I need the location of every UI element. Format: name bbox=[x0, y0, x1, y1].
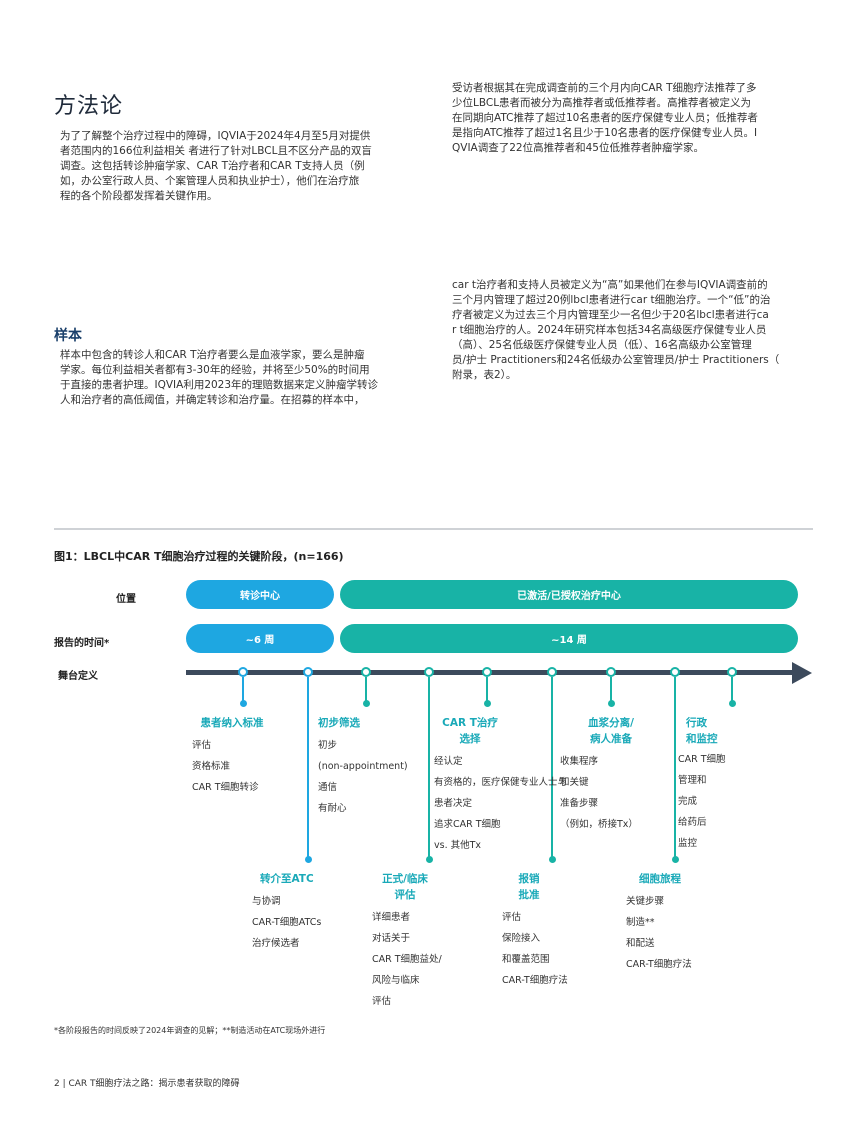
timeline-stem-end bbox=[483, 700, 491, 707]
stage-description: 收集程序 和关键 准备步骤 （例如，桥接Tx） bbox=[560, 756, 638, 830]
timeline-dot bbox=[361, 667, 371, 677]
timeline-stem bbox=[551, 677, 553, 858]
section-divider bbox=[54, 528, 813, 530]
stage-administration: 行政 和监控 CAR T细胞 管理和 完成 给药后 监控 bbox=[678, 715, 768, 854]
timeline-stem-end bbox=[728, 700, 736, 707]
timeline-stem-end bbox=[239, 700, 247, 707]
timeline-axis bbox=[186, 670, 798, 675]
referral-time-label: ~6 周 bbox=[245, 635, 275, 646]
stage-cell-journey: 细胞旅程 关键步骤 制造** 和配送 CAR-T细胞疗法 bbox=[620, 871, 730, 975]
referrer-definition-paragraph: 受访者根据其在完成调查前的三个月内向CAR T细胞疗法推荐了多 少位LBCL患者… bbox=[452, 82, 758, 154]
stage-title: 转介至ATC bbox=[260, 873, 314, 885]
timeline-dot bbox=[424, 667, 434, 677]
stage-description: 评估 保险接入 和覆盖范围 CAR-T细胞疗法 bbox=[502, 912, 568, 986]
stage-treatment-decision: CAR T治疗 选择 经认定 有资格的，医疗保健专业人士与 患者决定 追求CAR… bbox=[434, 715, 568, 856]
stage-title: 患者纳入标准 bbox=[200, 717, 264, 729]
timeline-stem bbox=[242, 677, 244, 702]
treatment-time-label: ~14 周 bbox=[551, 635, 587, 646]
sample-paragraph: 样本中包含的转诊人和CAR T治疗者要么是血液学家，要么是肿瘤 学家。每位利益相… bbox=[60, 349, 379, 406]
timeline-stem-end bbox=[548, 856, 556, 863]
timeline-stem bbox=[610, 677, 612, 702]
timeline-dot bbox=[727, 667, 737, 677]
stage-description: 评估 资格标准 CAR T细胞转诊 bbox=[192, 740, 259, 793]
referral-time-bar: ~6 周 bbox=[186, 624, 334, 653]
stage-title: 行政 和监控 bbox=[686, 717, 718, 745]
treater-definition-paragraph: car t治疗者和支持人员被定义为“高”如果他们在参与IQVIA调查前的 三个月… bbox=[452, 279, 780, 381]
timeline-dot bbox=[670, 667, 680, 677]
stage-eligibility: 患者纳入标准 评估 资格标准 CAR T细胞转诊 bbox=[184, 715, 280, 798]
stage-description: 详细患者 对话关于 CAR T细胞益处/ 风险与临床 评估 bbox=[372, 912, 442, 1007]
timeline-stem bbox=[486, 677, 488, 702]
timeline-stem-end bbox=[607, 700, 615, 707]
timeline-stem bbox=[307, 677, 309, 858]
row-label-location: 位置 bbox=[116, 594, 136, 605]
timeline-arrowhead bbox=[792, 662, 812, 684]
timeline-stem bbox=[365, 677, 367, 702]
page-footer: 2 | CAR T细胞疗法之路：揭示患者获取的障碍 bbox=[54, 1079, 240, 1089]
timeline-dot bbox=[547, 667, 557, 677]
stage-clinical-evaluation: 正式/临床 评估 详细患者 对话关于 CAR T细胞益处/ 风险与临床 评估 bbox=[372, 871, 482, 1012]
timeline-stem-end bbox=[304, 856, 312, 863]
stage-title: 正式/临床 评估 bbox=[382, 873, 428, 901]
timeline-stem bbox=[731, 677, 733, 702]
figure-title: 图1：LBCL中CAR T细胞治疗过程的关键阶段，(n=166) bbox=[54, 550, 344, 563]
stage-title: 细胞旅程 bbox=[639, 873, 681, 885]
section-title-methodology: 方法论 bbox=[54, 94, 124, 119]
timeline-dot bbox=[303, 667, 313, 677]
timeline-dot bbox=[482, 667, 492, 677]
timeline-stem-end bbox=[425, 856, 433, 863]
stage-reimbursement: 报销 批准 评估 保险接入 和覆盖范围 CAR-T细胞疗法 bbox=[496, 871, 606, 991]
row-label-time: 报告的时间* bbox=[54, 638, 110, 649]
treatment-time-bar: ~14 周 bbox=[340, 624, 798, 653]
stage-description: 经认定 有资格的，医疗保健专业人士与 患者决定 追求CAR T细胞 vs. 其他… bbox=[434, 756, 568, 851]
stage-title: 初步筛选 bbox=[318, 717, 360, 729]
referral-center-label: 转诊中心 bbox=[240, 591, 280, 602]
stage-title: 报销 批准 bbox=[518, 873, 540, 901]
timeline-stem bbox=[428, 677, 430, 858]
stage-referral-to-atc: 转介至ATC 与协调 CAR-T细胞ATCs 治疗候选者 bbox=[252, 871, 362, 954]
stage-description: 与协调 CAR-T细胞ATCs 治疗候选者 bbox=[252, 896, 322, 949]
stage-title: 血浆分离/ 病人准备 bbox=[588, 717, 634, 745]
timeline-dot bbox=[606, 667, 616, 677]
row-label-stage: 舞台定义 bbox=[58, 671, 98, 682]
treatment-center-bar: 已激活/已授权治疗中心 bbox=[340, 580, 798, 609]
timeline-stem bbox=[674, 677, 676, 858]
referral-center-bar: 转诊中心 bbox=[186, 580, 334, 609]
section-title-sample: 样本 bbox=[54, 328, 82, 344]
stage-description: CAR T细胞 管理和 完成 给药后 监控 bbox=[678, 754, 726, 849]
timeline-stem-end bbox=[671, 856, 679, 863]
stage-initial-screening: 初步筛选 初步 (non-appointment) 通信 有耐心 bbox=[310, 715, 414, 819]
stage-apheresis: 血浆分离/ 病人准备 收集程序 和关键 准备步骤 （例如，桥接Tx） bbox=[556, 715, 666, 835]
timeline-dot bbox=[238, 667, 248, 677]
stage-description: 关键步骤 制造** 和配送 CAR-T细胞疗法 bbox=[626, 896, 692, 970]
stage-description: 初步 (non-appointment) 通信 有耐心 bbox=[318, 740, 408, 814]
stage-title: CAR T治疗 选择 bbox=[442, 717, 498, 745]
timeline-stem-end bbox=[362, 700, 370, 707]
methodology-paragraph: 为了了解整个治疗过程中的障碍，IQVIA于2024年4月至5月对提供 者范围内的… bbox=[60, 130, 372, 202]
figure-footnote: *各阶段报告的时间反映了2024年调查的见解；**制造活动在ATC现场外进行 bbox=[54, 1026, 326, 1035]
treatment-center-label: 已激活/已授权治疗中心 bbox=[517, 591, 621, 602]
